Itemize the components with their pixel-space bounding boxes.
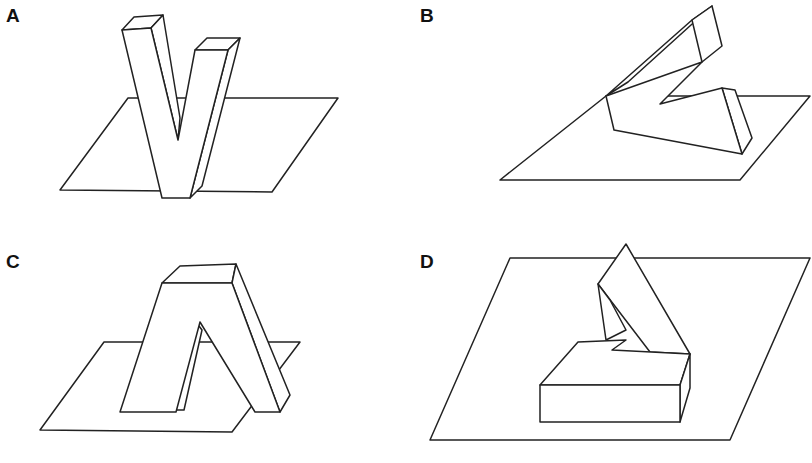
panel-letter: A bbox=[6, 6, 20, 25]
side-face bbox=[680, 354, 690, 422]
front-face bbox=[122, 28, 228, 198]
panel-a-drawing bbox=[60, 15, 338, 198]
panel-b-drawing bbox=[500, 6, 810, 180]
panel-c-drawing bbox=[40, 264, 300, 432]
front-face bbox=[120, 283, 280, 412]
upper-arm bbox=[598, 244, 690, 354]
inner-face bbox=[598, 284, 626, 340]
top-face bbox=[540, 340, 690, 385]
front-face bbox=[540, 385, 680, 422]
panel-letter: C bbox=[6, 252, 20, 271]
panel-letter: B bbox=[420, 6, 434, 25]
panel-d-drawing bbox=[430, 244, 810, 440]
top-face bbox=[162, 264, 236, 283]
panel-letter: D bbox=[420, 252, 434, 271]
front-face bbox=[606, 62, 742, 154]
arm-end bbox=[692, 6, 722, 62]
